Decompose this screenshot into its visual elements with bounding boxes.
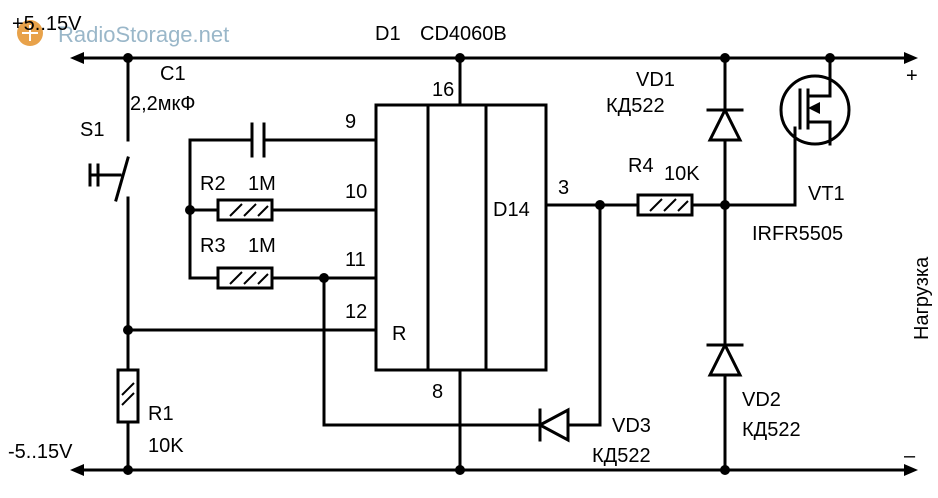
load-label: Нагрузка <box>911 256 933 340</box>
ic-reset-label: R <box>392 323 406 345</box>
negative-rail-arrow-right-icon <box>904 464 918 476</box>
ic-d1 <box>374 103 548 372</box>
r4-label: R4 <box>628 155 654 177</box>
vd2-label: VD2 <box>742 389 781 411</box>
diode-vd2 <box>706 341 744 377</box>
positive-supply-label: +5..15V <box>12 13 82 35</box>
pin-12-label: 12 <box>345 301 367 323</box>
junction <box>123 465 133 475</box>
load-plus-label: + <box>906 65 918 87</box>
capacitor-c1 <box>250 122 266 158</box>
negative-rail-arrow-left-icon <box>70 464 84 476</box>
watermark-text: RadioStorage.net <box>58 22 229 47</box>
ic-output-label: D14 <box>493 199 530 221</box>
vd2-part: КД522 <box>742 419 801 441</box>
c1-value: 2,2мкФ <box>130 93 196 115</box>
junction <box>455 465 465 475</box>
ic-part: CD4060B <box>420 23 507 45</box>
junction <box>595 200 605 210</box>
diode-vd1 <box>706 106 744 142</box>
resistor-r3 <box>216 266 274 290</box>
c1-label: C1 <box>160 63 186 85</box>
r3-label: R3 <box>200 235 226 257</box>
pin-3-label: 3 <box>558 177 569 199</box>
r1-label: R1 <box>148 403 174 425</box>
r1-value: 10K <box>148 435 184 457</box>
ic-designator: D1 <box>375 23 401 45</box>
resistor-r4 <box>636 193 694 217</box>
junction <box>825 53 835 63</box>
r2-value: 1M <box>248 173 276 195</box>
vd3-part: КД522 <box>592 445 651 467</box>
junction <box>720 465 730 475</box>
junction <box>455 53 465 63</box>
r2-label: R2 <box>200 173 226 195</box>
r4-value: 10K <box>664 163 700 185</box>
vt1-part: IRFR5505 <box>752 223 843 245</box>
vd3-label: VD3 <box>612 415 651 437</box>
positive-rail-arrow-left-icon <box>70 52 84 64</box>
pin-11-label: 11 <box>345 249 366 271</box>
junction <box>720 53 730 63</box>
pin-16-label: 16 <box>432 79 454 101</box>
pin-9-label: 9 <box>345 111 356 133</box>
junction <box>123 53 133 63</box>
vd1-label: VD1 <box>636 69 675 91</box>
diode-vd3 <box>536 407 570 443</box>
vd1-part: КД522 <box>606 95 665 117</box>
pin-8-label: 8 <box>432 381 443 403</box>
resistor-r2 <box>216 198 274 222</box>
load-minus-label: – <box>904 445 916 467</box>
pin-10-label: 10 <box>345 181 367 203</box>
resistor-r1 <box>116 368 140 424</box>
switch-s1 <box>88 156 130 202</box>
negative-supply-label: -5..15V <box>8 441 73 463</box>
watermark: RadioStorage.net <box>17 20 229 47</box>
r3-value: 1M <box>248 235 276 257</box>
vt1-label: VT1 <box>808 183 845 205</box>
s1-label: S1 <box>80 119 104 141</box>
positive-rail-arrow-right-icon <box>904 52 918 64</box>
mosfet-vt1 <box>779 74 851 146</box>
